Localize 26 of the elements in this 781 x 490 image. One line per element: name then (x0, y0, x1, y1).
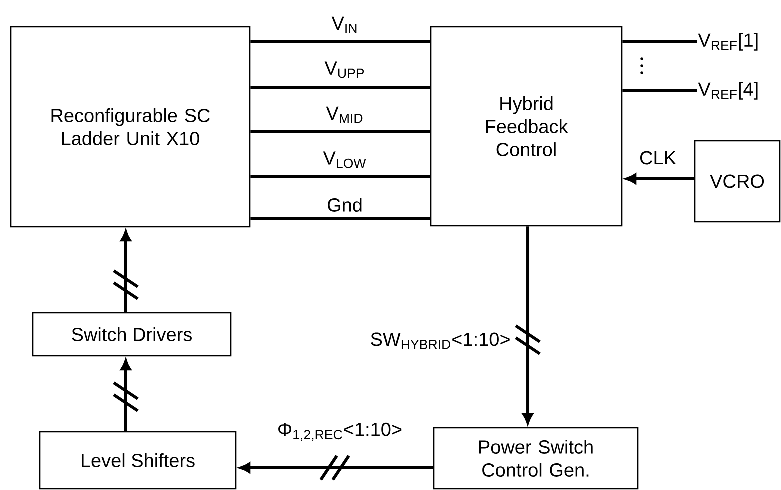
block-box: Reconfigurable SC Ladder Unit X10 (10, 26, 251, 228)
connector-line (250, 86, 430, 90)
edge-label: V$_{UPP}$ (324, 62, 364, 78)
edge-label: V$_{IN}$ (332, 16, 357, 34)
signal-label: V$_{REF}$[1] (698, 33, 758, 51)
connector-line (622, 40, 697, 44)
arrow (120, 230, 132, 312)
edge-label: Gnd (328, 198, 362, 212)
block-box: Power Switch Control Gen. (433, 427, 639, 490)
block-box: Switch Drivers (32, 312, 232, 357)
block-box: Level Shifters (39, 431, 237, 490)
connector-line (622, 90, 697, 92)
connector-line (250, 176, 430, 178)
edge-label: V$_{LOW}$ (323, 152, 366, 168)
connector-line (250, 40, 430, 44)
block-box: VCRO (694, 140, 781, 223)
signal-label: V$_{REF}$[4] (698, 82, 758, 100)
connector-line (250, 130, 430, 134)
edge-label: SW$_{HYBRID}$<1:10> (371, 332, 510, 350)
connector-line (250, 218, 430, 220)
arrow (522, 226, 534, 424)
edge-label: V$_{MID}$ (326, 106, 363, 124)
arrow (240, 462, 434, 474)
edge-label: Φ$_{1,2,REC}$<1:10> (278, 422, 402, 442)
block-box: Hybrid Feedback Control (430, 26, 623, 227)
edge-label: CLK (640, 151, 676, 165)
